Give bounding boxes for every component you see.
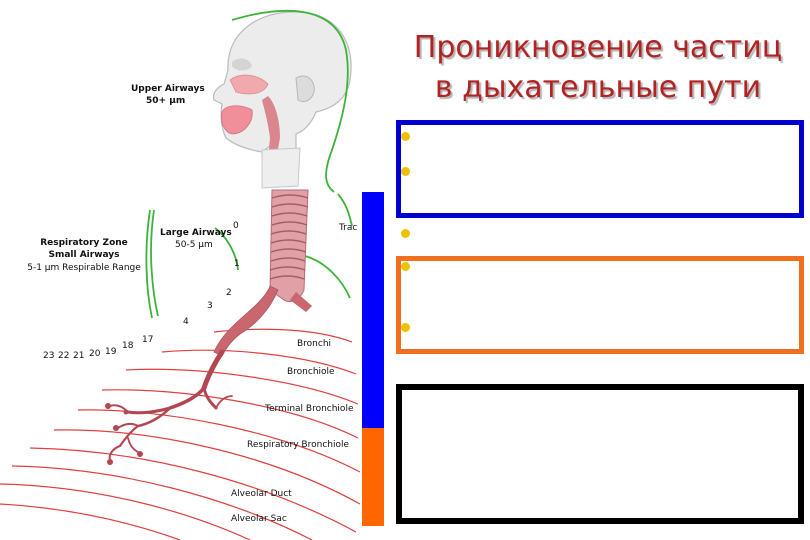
- main-bronchus: [214, 286, 278, 356]
- generation-23: 23: [43, 351, 54, 361]
- alveolus: [124, 410, 129, 415]
- bronchi-boundary: [305, 256, 350, 298]
- generation-17: 17: [142, 335, 153, 345]
- large-airways-boundary-outer: [151, 210, 158, 316]
- upper-airways-size: 50+ µm: [146, 96, 185, 106]
- blue-text-box: [396, 120, 804, 218]
- trachea: [270, 190, 308, 302]
- generation-18: 18: [122, 341, 134, 351]
- slide-title-line2: в дыхательные пути: [398, 68, 798, 108]
- small-airways-title: Small Airways: [48, 250, 119, 260]
- upper-airways-name: Upper Airways: [131, 84, 205, 94]
- bullet-4: [401, 262, 410, 271]
- generation-19: 19: [105, 347, 117, 357]
- respiratory-zone-title: Respiratory Zone: [40, 238, 128, 248]
- alveolus: [137, 451, 143, 457]
- trachea-label: Trac: [338, 223, 357, 233]
- arc-8: [12, 466, 312, 540]
- large-airways-size: 50-5 µm: [175, 240, 213, 250]
- slide-title-line1: Проникновение частиц: [398, 28, 798, 68]
- bronchiole-main: [204, 352, 222, 388]
- head-illustration: [213, 12, 351, 188]
- deposition-bar-upper: [362, 192, 384, 428]
- alveolus: [113, 425, 119, 431]
- bullet-1: [401, 132, 410, 141]
- neck-shape: [262, 148, 300, 188]
- generation-3: 3: [207, 301, 213, 311]
- alveolar-duct-label: Alveolar Duct: [231, 489, 292, 499]
- respiratory-bronchiole-label: Respiratory Bronchiole: [247, 440, 349, 450]
- generation-21: 21: [73, 351, 84, 361]
- bronchiole-label: Bronchiole: [287, 367, 335, 377]
- generation-20: 20: [89, 349, 101, 359]
- generation-4: 4: [183, 317, 189, 327]
- generation-1: 1: [234, 259, 240, 269]
- deposition-bar-lower: [362, 428, 384, 526]
- bronchi-label: Bronchi: [297, 339, 331, 349]
- black-text-box: [396, 384, 804, 524]
- orange-text-box: [396, 256, 804, 354]
- respirable-range: 5-1 µm Respirable Range: [27, 263, 141, 273]
- terminal-bronchiole-label: Terminal Bronchiole: [264, 404, 354, 414]
- bullet-5: [401, 323, 410, 332]
- large-airways-boundary-top: [338, 194, 352, 226]
- bullet-2: [401, 167, 410, 176]
- arc-9: [0, 484, 250, 540]
- alveolus: [107, 459, 113, 465]
- generation-22: 22: [58, 351, 69, 361]
- ear-shape: [296, 76, 314, 102]
- bronchiole-g: [110, 446, 120, 460]
- bronchiole-b: [204, 388, 216, 408]
- alveolar-sac-label: Alveolar Sac: [231, 514, 287, 524]
- bullet-3: [401, 229, 410, 238]
- slide-title: Проникновение частиц в дыхательные пути: [398, 28, 798, 108]
- generation-2: 2: [226, 288, 232, 298]
- generation-0: 0: [233, 221, 239, 231]
- deposition-bar: [362, 192, 384, 526]
- bronchioles: [110, 352, 232, 460]
- bronchiole-i: [128, 438, 138, 452]
- bronchiole-a: [170, 388, 204, 408]
- arc-7: [30, 448, 356, 532]
- arc-10: [0, 504, 180, 540]
- large-airways-name: Large Airways: [160, 228, 232, 238]
- alveolus: [105, 403, 111, 409]
